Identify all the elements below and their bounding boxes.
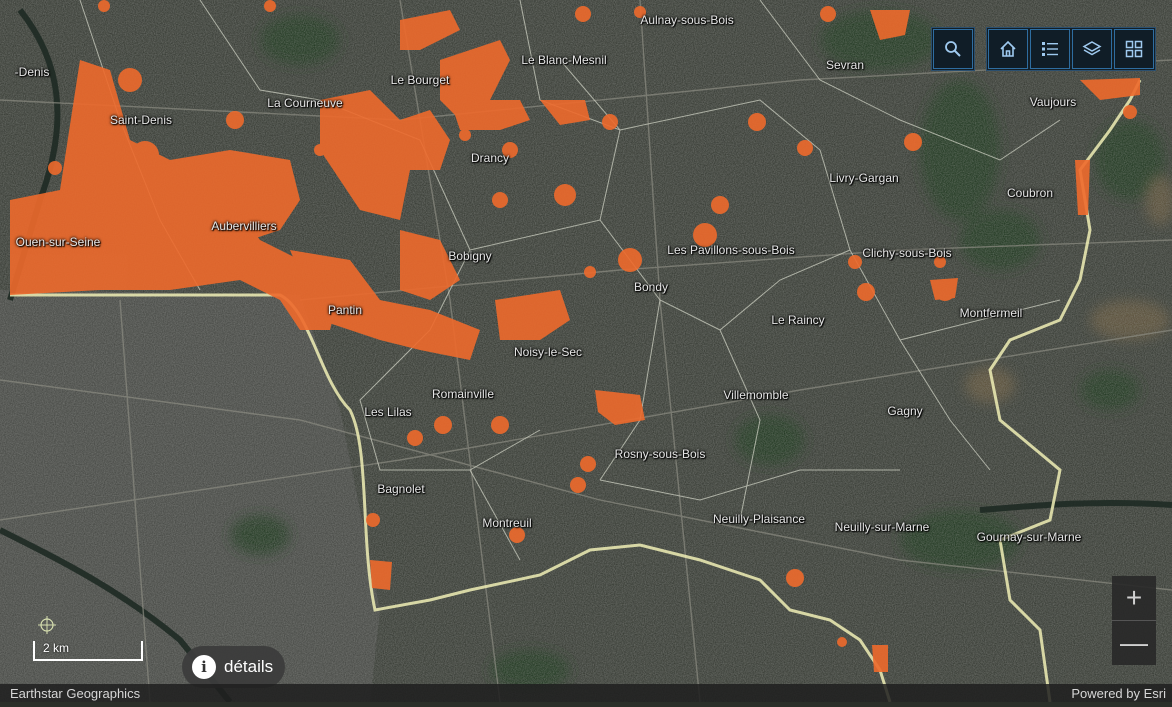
- place-label: Aulnay-sous-Bois: [640, 13, 734, 27]
- zoom-out-button[interactable]: —: [1112, 620, 1156, 665]
- place-label: Drancy: [470, 151, 510, 165]
- home-icon: [1000, 40, 1016, 57]
- legend-button[interactable]: [1030, 29, 1070, 69]
- place-label: Bondy: [633, 280, 669, 294]
- place-label: Neuilly-sur-Marne: [834, 520, 930, 534]
- place-label: Le Bourget: [390, 73, 450, 87]
- scale-label: 2 km: [43, 641, 70, 655]
- home-button[interactable]: [988, 29, 1028, 69]
- place-label: Sevran: [825, 58, 865, 72]
- rivers: [0, 8, 1172, 704]
- place-label: Noisy-le-Sec: [513, 345, 583, 359]
- place-label: Ouen-sur-Seine: [15, 235, 101, 249]
- layers-icon: [1082, 41, 1102, 56]
- place-label: Neuilly-Plaisance: [712, 512, 806, 526]
- place-label: Pantin: [327, 303, 363, 317]
- search-icon: [945, 41, 961, 57]
- info-icon: i: [192, 655, 216, 679]
- place-label: Livry-Gargan: [829, 171, 899, 185]
- place-label: -Denis: [14, 65, 50, 79]
- attribution-text: Earthstar Geographics: [10, 685, 141, 701]
- place-label: Clichy-sous-Bois: [862, 246, 952, 260]
- attribution-bar: Earthstar Geographics Powered by Esri: [0, 684, 1172, 702]
- details-label: détails: [224, 657, 274, 676]
- department-boundary: [10, 79, 1142, 703]
- compass-icon: [38, 616, 56, 634]
- list-icon: [1042, 42, 1058, 56]
- place-label: Romainville: [431, 387, 495, 401]
- place-label: Le Blanc-Mesnil: [521, 53, 607, 67]
- place-label: Les Pavillons-sous-Bois: [667, 243, 795, 257]
- zoom-controls: + —: [1112, 576, 1156, 665]
- layers-button[interactable]: [1072, 29, 1112, 69]
- highlighted-zones: [10, 0, 1140, 672]
- powered-by-link[interactable]: Powered by Esri: [1071, 685, 1166, 701]
- place-label: Montfermeil: [959, 306, 1023, 320]
- place-label: Rosny-sous-Bois: [614, 447, 706, 461]
- place-label: Gournay-sur-Marne: [976, 530, 1082, 544]
- place-label: Saint-Denis: [109, 113, 173, 127]
- place-label: Aubervilliers: [211, 219, 277, 233]
- place-label: Bobigny: [448, 249, 492, 263]
- place-label: Vaujours: [1029, 95, 1077, 109]
- place-label: Bagnolet: [377, 482, 425, 496]
- scale-bar: 2 km: [33, 641, 143, 661]
- place-label: Villemomble: [723, 388, 789, 402]
- place-label: Gagny: [887, 404, 923, 418]
- search-toolbar: [931, 27, 975, 71]
- map-toolbar: [986, 27, 1156, 71]
- place-label: Les Lilas: [364, 405, 412, 419]
- search-button[interactable]: [933, 29, 973, 69]
- grid-icon: [1125, 40, 1143, 58]
- place-label: Montreuil: [482, 516, 532, 530]
- place-label: La Courneuve: [267, 96, 343, 110]
- place-label: Coubron: [1006, 186, 1054, 200]
- zoom-in-button[interactable]: +: [1125, 582, 1143, 613]
- place-label: Le Raincy: [771, 313, 825, 327]
- basemap-gallery-button[interactable]: [1114, 29, 1154, 69]
- details-button[interactable]: i détails: [182, 646, 286, 688]
